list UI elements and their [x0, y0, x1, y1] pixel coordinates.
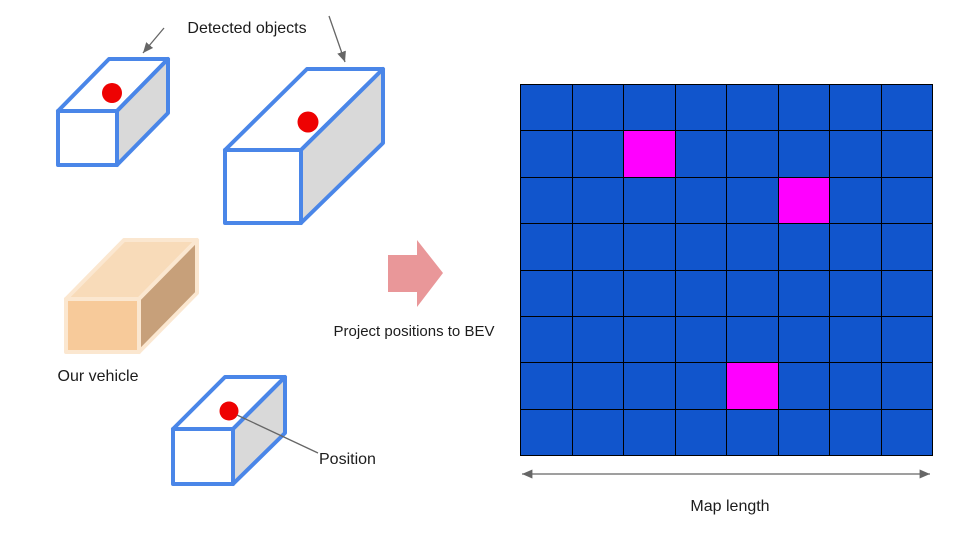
- grid-cell-object: [727, 363, 778, 409]
- grid-cell: [521, 177, 572, 224]
- grid-cell: [881, 177, 932, 224]
- grid-cell: [624, 224, 675, 270]
- grid-cell: [881, 409, 932, 455]
- grid-cell: [727, 224, 778, 270]
- grid-cell: [521, 270, 572, 316]
- grid-cell: [778, 316, 829, 363]
- grid-cell: [830, 177, 881, 224]
- detected-label-arrow-left: [142, 27, 165, 54]
- projection-arrow-label: Project positions to BEV: [333, 323, 495, 340]
- position-connector-line: [236, 414, 319, 454]
- grid-cell: [778, 363, 829, 409]
- grid-cell: [521, 224, 572, 270]
- grid-cell: [624, 316, 675, 363]
- grid-cell: [624, 270, 675, 316]
- position-dot: [102, 83, 122, 103]
- grid-cell: [881, 224, 932, 270]
- our-vehicle-label: Our vehicle: [57, 368, 139, 385]
- grid-cell: [624, 363, 675, 409]
- grid-cell: [572, 316, 623, 363]
- grid-cell: [727, 177, 778, 224]
- detected-box-1: [56, 57, 170, 167]
- grid-cell: [778, 409, 829, 455]
- grid-cell: [675, 270, 726, 316]
- map-length-label: Map length: [690, 498, 770, 515]
- grid-cell-object: [624, 131, 675, 177]
- grid-cell: [521, 85, 572, 131]
- grid-cell: [778, 131, 829, 177]
- detected-label-arrow-right: [328, 15, 346, 63]
- grid-cell: [572, 85, 623, 131]
- box-front-face: [223, 148, 303, 225]
- grid-cell: [830, 316, 881, 363]
- grid-cell: [830, 224, 881, 270]
- grid-cell: [675, 316, 726, 363]
- grid-cell: [830, 363, 881, 409]
- grid-cell: [521, 363, 572, 409]
- grid-cell: [727, 316, 778, 363]
- detected-box-2: [223, 67, 385, 225]
- grid-cell: [830, 85, 881, 131]
- grid-cell: [727, 409, 778, 455]
- grid-cell: [881, 363, 932, 409]
- grid-cell: [572, 177, 623, 224]
- grid-cell: [675, 224, 726, 270]
- grid-cell: [778, 270, 829, 316]
- grid-cell: [675, 131, 726, 177]
- grid-cell: [881, 85, 932, 131]
- grid-cell: [572, 363, 623, 409]
- grid-cell: [830, 409, 881, 455]
- ego-vehicle-box: [64, 238, 199, 354]
- grid-cell: [572, 409, 623, 455]
- grid-cell: [521, 316, 572, 363]
- grid-cell: [521, 409, 572, 455]
- grid-cell: [727, 270, 778, 316]
- grid-cell: [675, 409, 726, 455]
- box-front-face: [171, 427, 235, 486]
- grid-cell: [727, 131, 778, 177]
- grid-cell: [572, 131, 623, 177]
- grid-cell: [727, 85, 778, 131]
- grid-cell: [881, 270, 932, 316]
- grid-cell: [572, 224, 623, 270]
- grid-cell: [881, 131, 932, 177]
- position-label: Position: [319, 451, 376, 468]
- grid-cell-object: [778, 177, 829, 224]
- detected-objects-label: Detected objects: [187, 20, 307, 37]
- grid-cell: [778, 85, 829, 131]
- grid-cell: [675, 85, 726, 131]
- grid-cell: [521, 131, 572, 177]
- position-dot: [297, 111, 319, 133]
- grid-cell: [624, 177, 675, 224]
- vehicle-front-face: [64, 297, 141, 354]
- grid-cell: [675, 363, 726, 409]
- bev-grid: [520, 84, 933, 456]
- position-dot: [219, 401, 239, 421]
- grid-cell: [881, 316, 932, 363]
- grid-cell: [830, 270, 881, 316]
- box-front-face: [56, 109, 119, 167]
- grid-cell: [624, 409, 675, 455]
- projection-arrow-icon: [388, 240, 443, 307]
- grid-cell: [624, 85, 675, 131]
- grid-cell: [675, 177, 726, 224]
- detected-box-3: [171, 375, 287, 486]
- grid-cell: [778, 224, 829, 270]
- grid-cell: [572, 270, 623, 316]
- grid-cell: [830, 131, 881, 177]
